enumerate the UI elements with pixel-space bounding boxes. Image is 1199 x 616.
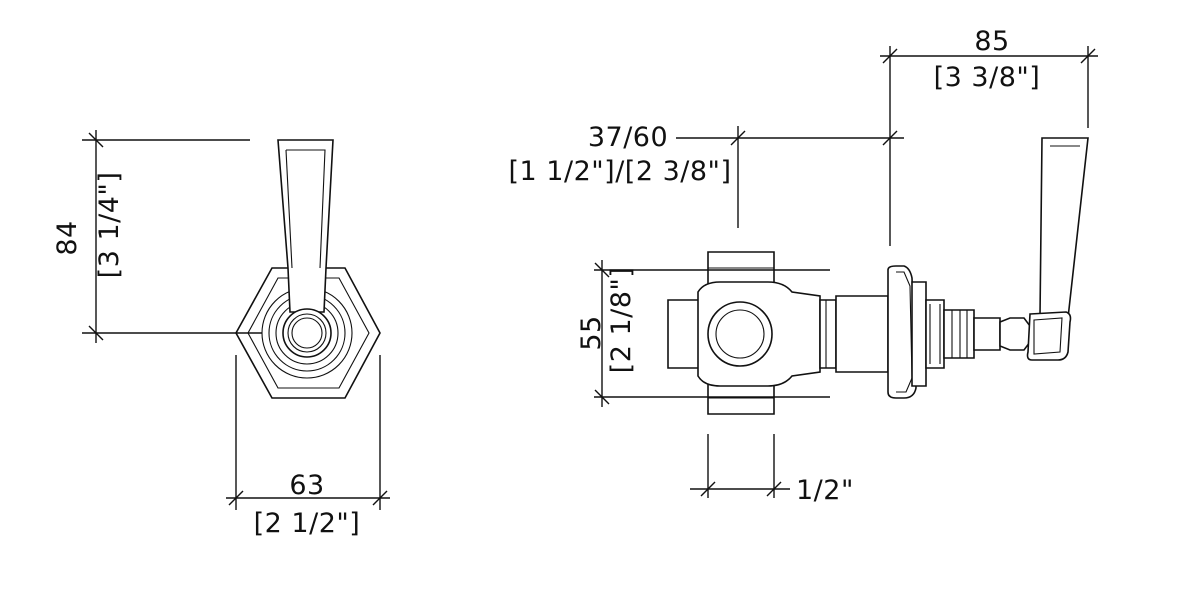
front-height-mm: 84 (52, 220, 83, 255)
side-connection-dimension: 1/2" (690, 434, 854, 506)
side-view: 85 [3 3/8"] 37/60 [1 1/2"]/[2 3/8"] 55 [… (509, 26, 1098, 506)
projection-in: [3 3/8"] (934, 62, 1041, 93)
connection-size: 1/2" (796, 475, 854, 506)
front-width-mm: 63 (289, 470, 324, 501)
projection-mm: 85 (974, 26, 1009, 57)
front-width-dimension: 63 [2 1/2"] (226, 355, 390, 539)
body-height-mm: 55 (576, 315, 607, 350)
valve-body (667, 251, 889, 415)
wall-depth-mm: 37/60 (588, 122, 668, 153)
side-projection-dimension: 85 [3 3/8"] (880, 26, 1098, 246)
side-wall-depth-dimension: 37/60 [1 1/2"]/[2 3/8"] (509, 122, 904, 228)
front-lever-handle (277, 139, 334, 313)
front-height-in: [3 1/4"] (94, 172, 125, 279)
front-height-dimension: 84 [3 1/4"] (52, 130, 262, 343)
side-body-height-dimension: 55 [2 1/8"] (576, 260, 830, 407)
valve-stem (943, 309, 1031, 359)
side-lever-handle (1026, 137, 1089, 361)
side-escutcheon (887, 265, 945, 399)
front-view: 84 [3 1/4"] 63 [2 1/2"] (52, 130, 390, 539)
front-width-in: [2 1/2"] (254, 508, 361, 539)
wall-depth-in: [1 1/2"]/[2 3/8"] (509, 156, 732, 187)
body-height-in: [2 1/8"] (606, 267, 637, 374)
front-spindle-cap (282, 308, 332, 358)
